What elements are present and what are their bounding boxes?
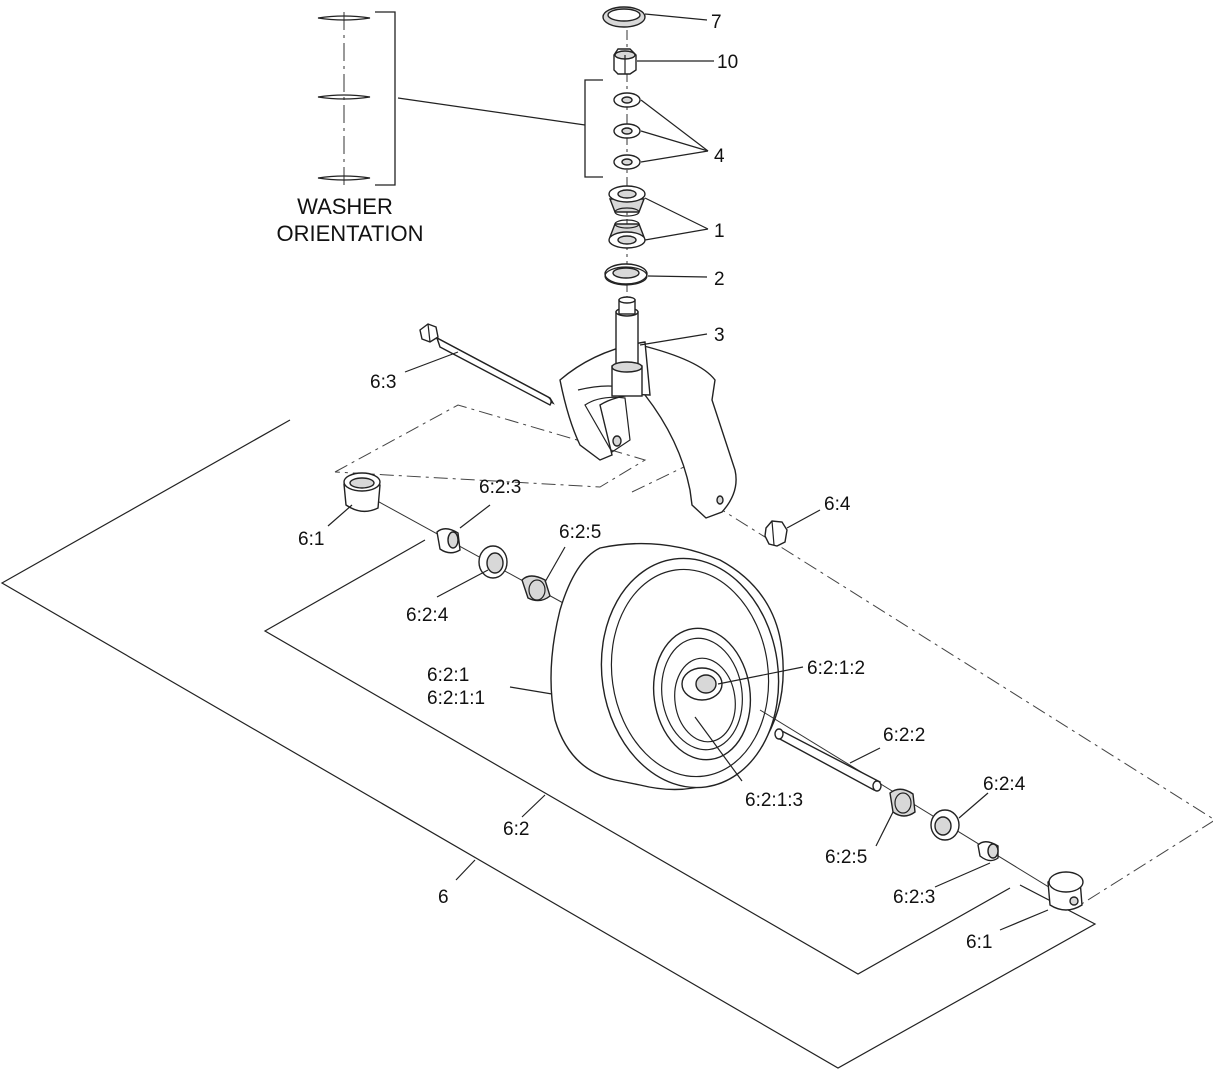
callout-7: 7 (711, 12, 722, 33)
caster-fork-part (559, 296, 737, 519)
left-tapered-bearing-part (521, 575, 551, 602)
callout-6-4: 6:4 (824, 494, 851, 515)
callout-6-2-1-3: 6:2:1:3 (745, 790, 803, 811)
assembly-6-2-outline (263, 539, 1011, 975)
right-spacer-part (977, 841, 999, 862)
left-spacer-cap-part (343, 472, 381, 513)
lock-nut-part (613, 48, 637, 75)
callout-6-2-3-left: 6:2:3 (479, 477, 521, 498)
washer-orientation-label-line2: ORIENTATION (276, 221, 423, 246)
leader-lines (327, 13, 1049, 931)
axle-tube-part (774, 728, 882, 792)
callout-6-2-1-2: 6:2:1:2 (807, 658, 865, 679)
callout-4: 4 (714, 146, 725, 167)
washer-orientation-leader (397, 97, 586, 126)
washer-orientation-label-line1: WASHER (297, 194, 393, 219)
left-bearing-race-part (478, 545, 508, 579)
callout-6-2-5-right: 6:2:5 (825, 847, 867, 868)
callout-6-2-2: 6:2:2 (883, 725, 925, 746)
callout-6-2-3-right: 6:2:3 (893, 887, 935, 908)
right-bearing-race-part (930, 809, 960, 841)
right-tapered-bearing-part (889, 788, 916, 817)
callout-3: 3 (714, 325, 725, 346)
callout-6-2-4-right: 6:2:4 (983, 774, 1026, 795)
dust-cap-part (602, 6, 646, 28)
axle-nut-part (764, 520, 788, 547)
callout-6-1-left: 6:1 (298, 529, 324, 550)
callout-6: 6 (438, 887, 449, 908)
right-spacer-cap-part (1047, 871, 1084, 911)
callout-6-2-1-1: 6:2:1:1 (427, 688, 485, 709)
right-hardware-axis (759, 709, 1071, 901)
callout-6-2-5-left: 6:2:5 (559, 522, 601, 543)
alignment-line-left (334, 404, 647, 488)
tapered-bearing-lower-part (608, 219, 646, 249)
callout-6-3: 6:3 (370, 372, 396, 393)
callout-6-2-1: 6:2:1 (427, 665, 469, 686)
axle-bolt-part (419, 323, 555, 406)
seal-part (604, 263, 648, 286)
washer-orientation-detail (317, 11, 396, 186)
callout-6-1-right: 6:1 (966, 932, 992, 953)
washer-bracket (584, 79, 603, 178)
wheel-tire-assembly-part (550, 542, 784, 791)
assembly-6-outline (0, 419, 1097, 1069)
callout-6-2: 6:2 (503, 819, 529, 840)
washer-stack-part (613, 92, 641, 170)
callout-6-2-4-left: 6:2:4 (406, 605, 449, 626)
callout-2: 2 (714, 269, 725, 290)
left-spacer-part (436, 528, 461, 554)
callout-1: 1 (714, 221, 725, 242)
callout-10: 10 (717, 52, 738, 73)
tapered-bearing-upper-part (608, 185, 646, 217)
